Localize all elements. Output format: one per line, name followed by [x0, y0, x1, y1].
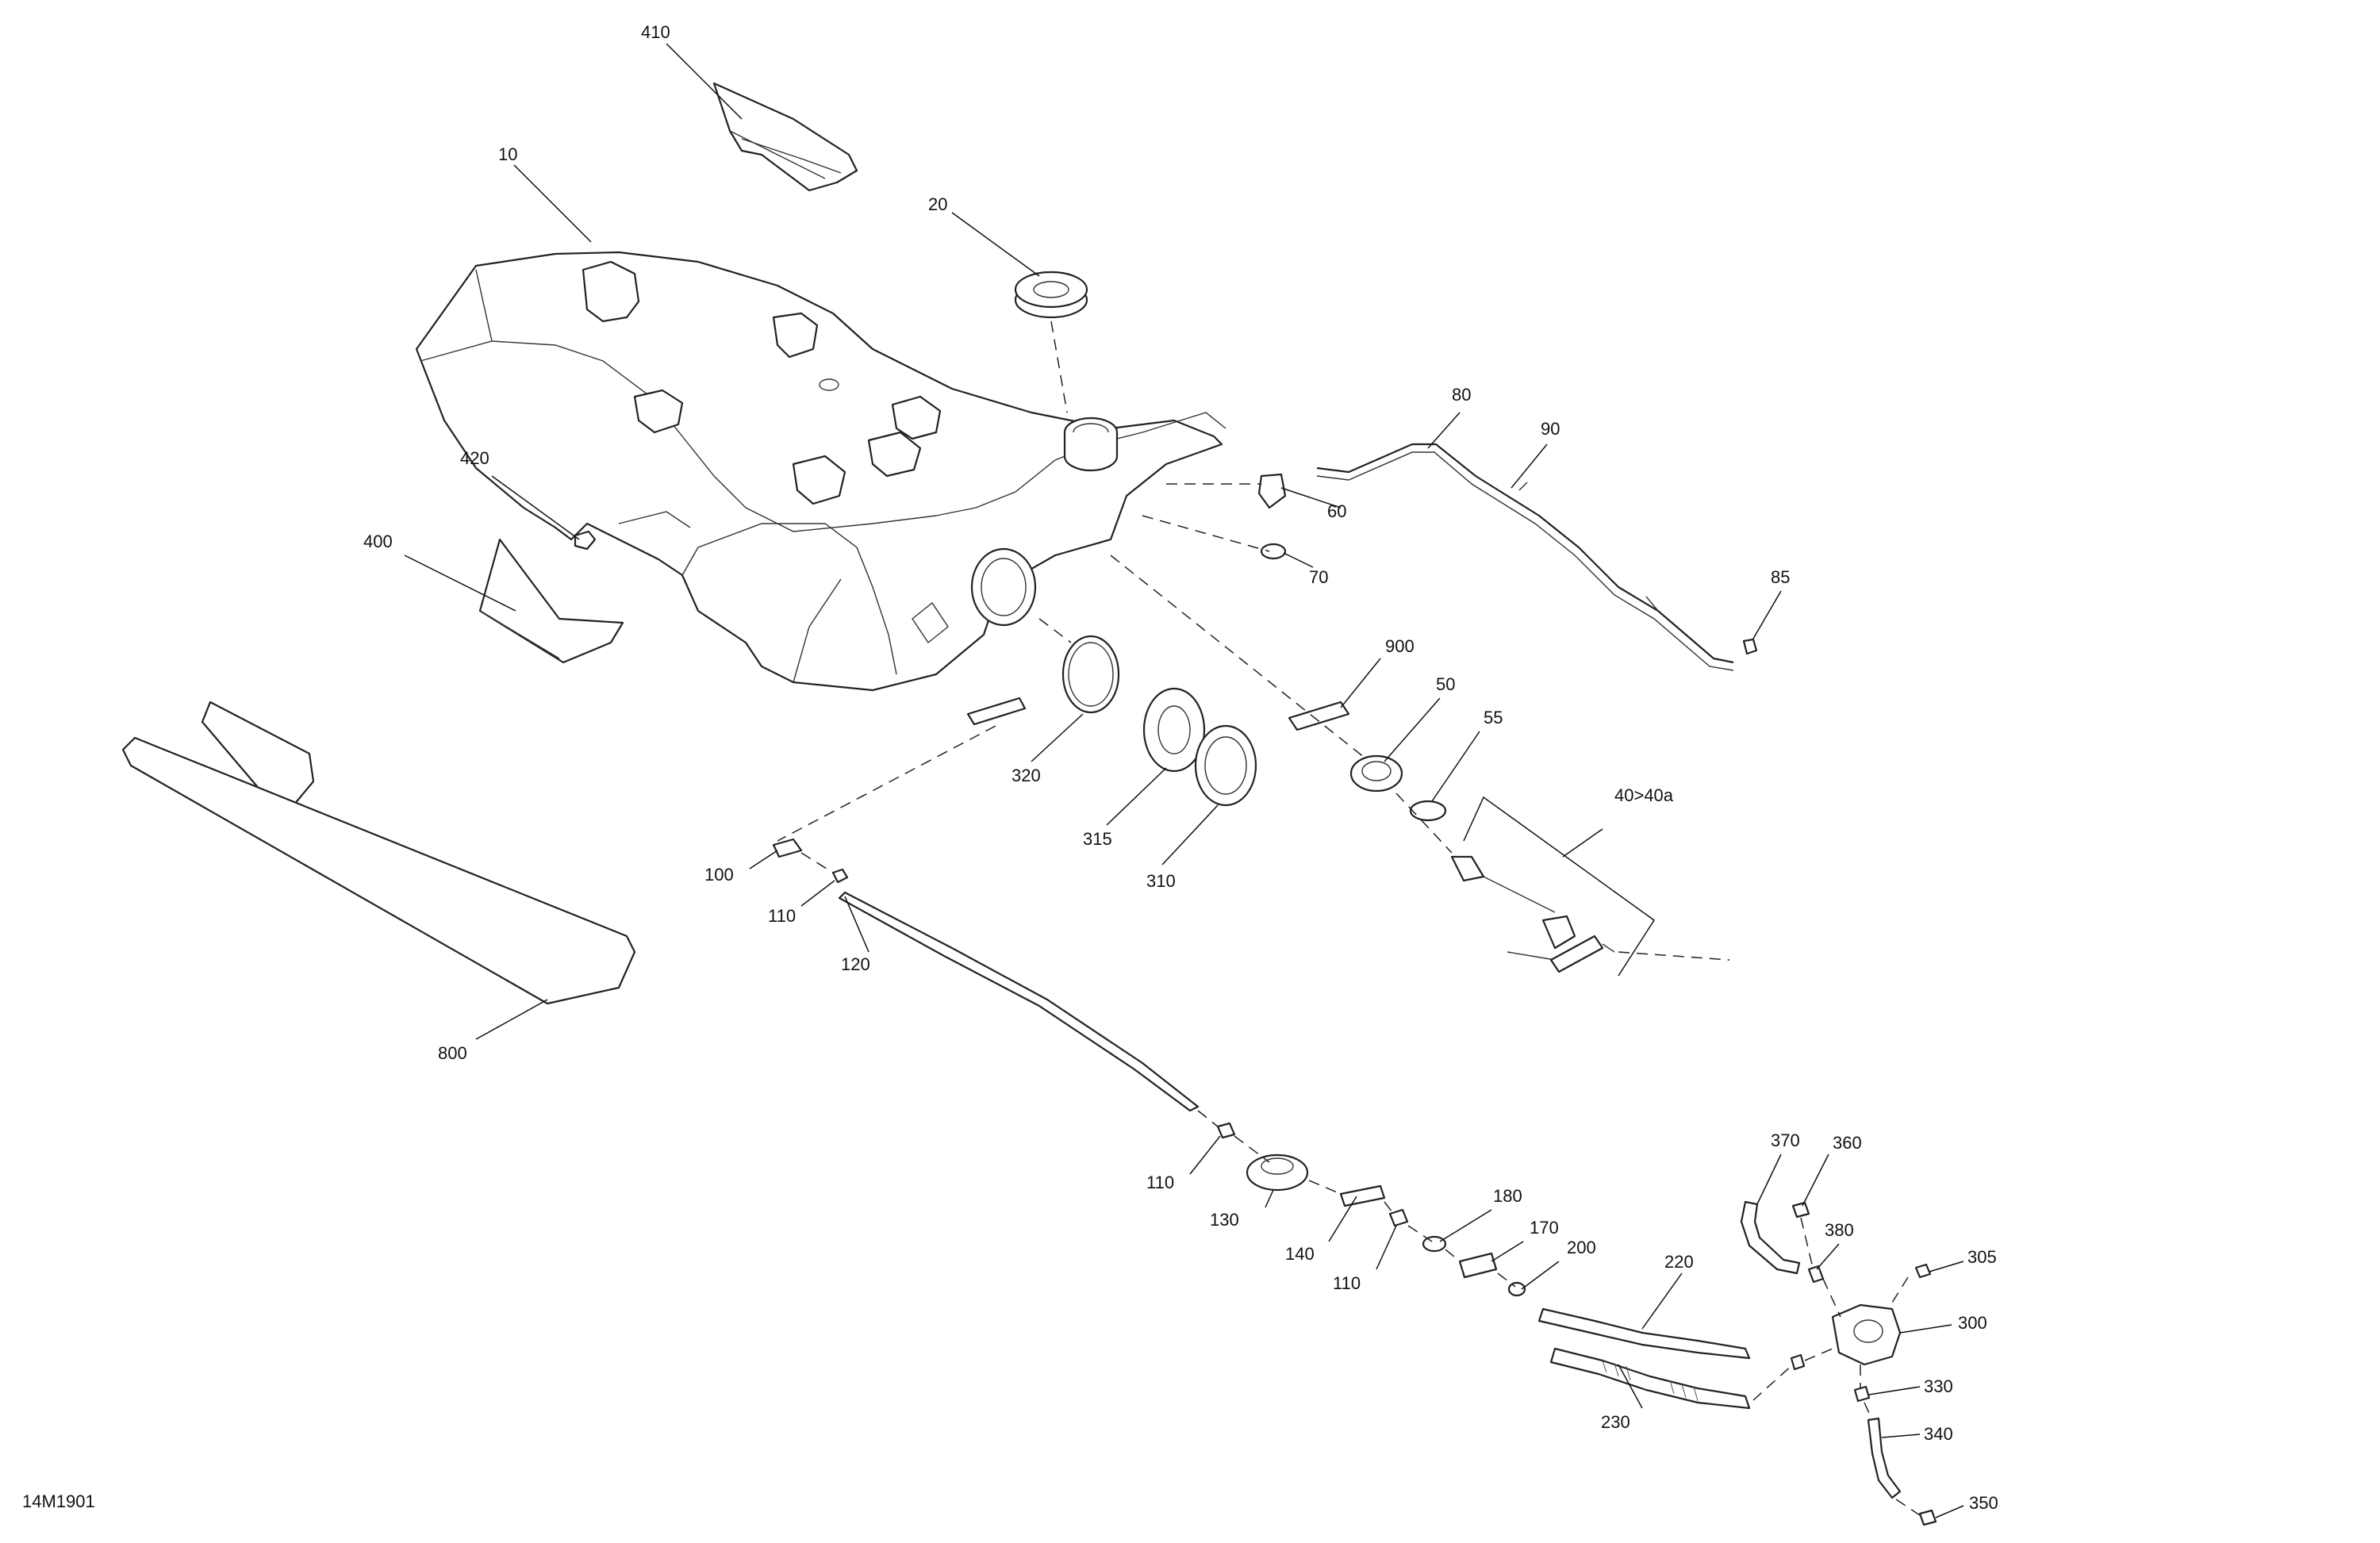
part-130-fitting	[1246, 1153, 1309, 1192]
callout-140: 140	[1285, 1244, 1315, 1264]
part-55-o-ring	[1409, 800, 1447, 822]
part-370-hose	[1740, 1200, 1801, 1275]
callout-180: 180	[1493, 1186, 1522, 1206]
part-350-clamp	[1918, 1509, 1937, 1526]
callout-370: 370	[1771, 1130, 1800, 1150]
callout-380: 380	[1825, 1220, 1854, 1240]
part-140-elbow	[1339, 1184, 1386, 1207]
callout-340: 340	[1924, 1424, 1953, 1444]
part-380-fitting	[1807, 1265, 1825, 1284]
callout-85: 85	[1771, 567, 1790, 587]
part-120-tube	[838, 891, 1200, 1112]
callout-315: 315	[1083, 829, 1112, 849]
part-110-nut-a	[831, 868, 849, 884]
part-320-gasket	[1061, 635, 1120, 714]
part-170-fitting	[1458, 1252, 1498, 1279]
part-230-hose	[1549, 1347, 1751, 1410]
callout-bracket-40	[1463, 796, 1656, 977]
figure-id: 14M1901	[22, 1491, 95, 1511]
part-420-clip	[574, 530, 597, 551]
callout-420: 420	[460, 448, 489, 468]
part-85-cap	[1742, 638, 1758, 655]
callout-220: 220	[1664, 1252, 1694, 1272]
part-400-pad	[478, 538, 624, 664]
part-315-plate	[1142, 687, 1206, 773]
part-10-fuel-tank	[415, 251, 1226, 692]
callout-10: 10	[498, 144, 517, 164]
callout-20: 20	[928, 194, 947, 214]
part-20-fuel-cap	[1014, 271, 1088, 319]
part-strip-tank	[966, 697, 1027, 726]
part-100-fitting	[772, 838, 803, 858]
part-330-clamp	[1853, 1385, 1871, 1403]
callout-350: 350	[1969, 1493, 1998, 1513]
callout-90: 90	[1541, 419, 1560, 439]
callout-110-a: 110	[768, 906, 796, 926]
callout-70: 70	[1309, 567, 1328, 587]
part-180-washer	[1422, 1235, 1447, 1253]
part-900-strip	[1288, 700, 1350, 731]
callout-410: 410	[641, 22, 670, 42]
part-110-nut-b	[1216, 1122, 1236, 1139]
assembly-lines	[777, 320, 1921, 1516]
callout-310: 310	[1146, 871, 1176, 891]
part-300-valve	[1831, 1303, 1902, 1366]
part-360-clamp	[1791, 1201, 1810, 1219]
callout-110-b: 110	[1146, 1173, 1174, 1192]
part-clamp-end	[1790, 1353, 1806, 1371]
callout-80: 80	[1452, 385, 1471, 405]
part-50-sender	[1349, 754, 1403, 793]
part-410-heat-shield	[712, 82, 858, 192]
part-110-nut-c	[1388, 1208, 1409, 1227]
callout-360: 360	[1833, 1133, 1862, 1153]
callout-40-40a: 40>40a	[1614, 785, 1674, 805]
callout-300: 300	[1958, 1313, 1987, 1333]
callout-170: 170	[1530, 1218, 1559, 1238]
callout-200: 200	[1567, 1238, 1596, 1257]
callout-400: 400	[363, 532, 393, 551]
callout-330: 330	[1924, 1376, 1953, 1396]
callout-50: 50	[1436, 674, 1455, 694]
part-70-washer	[1260, 543, 1287, 560]
part-340-hose	[1867, 1417, 1902, 1499]
callout-55: 55	[1484, 708, 1503, 727]
part-80-90-vent-line	[1316, 443, 1734, 671]
callout-305: 305	[1967, 1247, 1997, 1267]
callout-900: 900	[1385, 636, 1415, 656]
callout-100: 100	[704, 865, 734, 885]
part-220-hose	[1537, 1307, 1751, 1360]
part-40-sender-unit	[1450, 855, 1615, 973]
part-305-clamp	[1914, 1263, 1932, 1279]
leader-lines	[404, 43, 1964, 1518]
callout-60: 60	[1327, 501, 1346, 521]
callout-230: 230	[1601, 1412, 1630, 1432]
part-800-flat-pad	[121, 700, 636, 1005]
callout-labels: 410 10 20 80 90 60 70 85 420 400 900 50 …	[363, 22, 1998, 1513]
callout-320: 320	[1012, 766, 1041, 785]
part-200-clamp	[1507, 1281, 1526, 1297]
callout-800: 800	[438, 1043, 467, 1063]
callout-110-c: 110	[1333, 1273, 1361, 1293]
callout-130: 130	[1210, 1210, 1239, 1230]
callout-120: 120	[841, 954, 870, 974]
part-60-valve	[1257, 473, 1287, 509]
part-310-lock-ring	[1194, 724, 1257, 807]
